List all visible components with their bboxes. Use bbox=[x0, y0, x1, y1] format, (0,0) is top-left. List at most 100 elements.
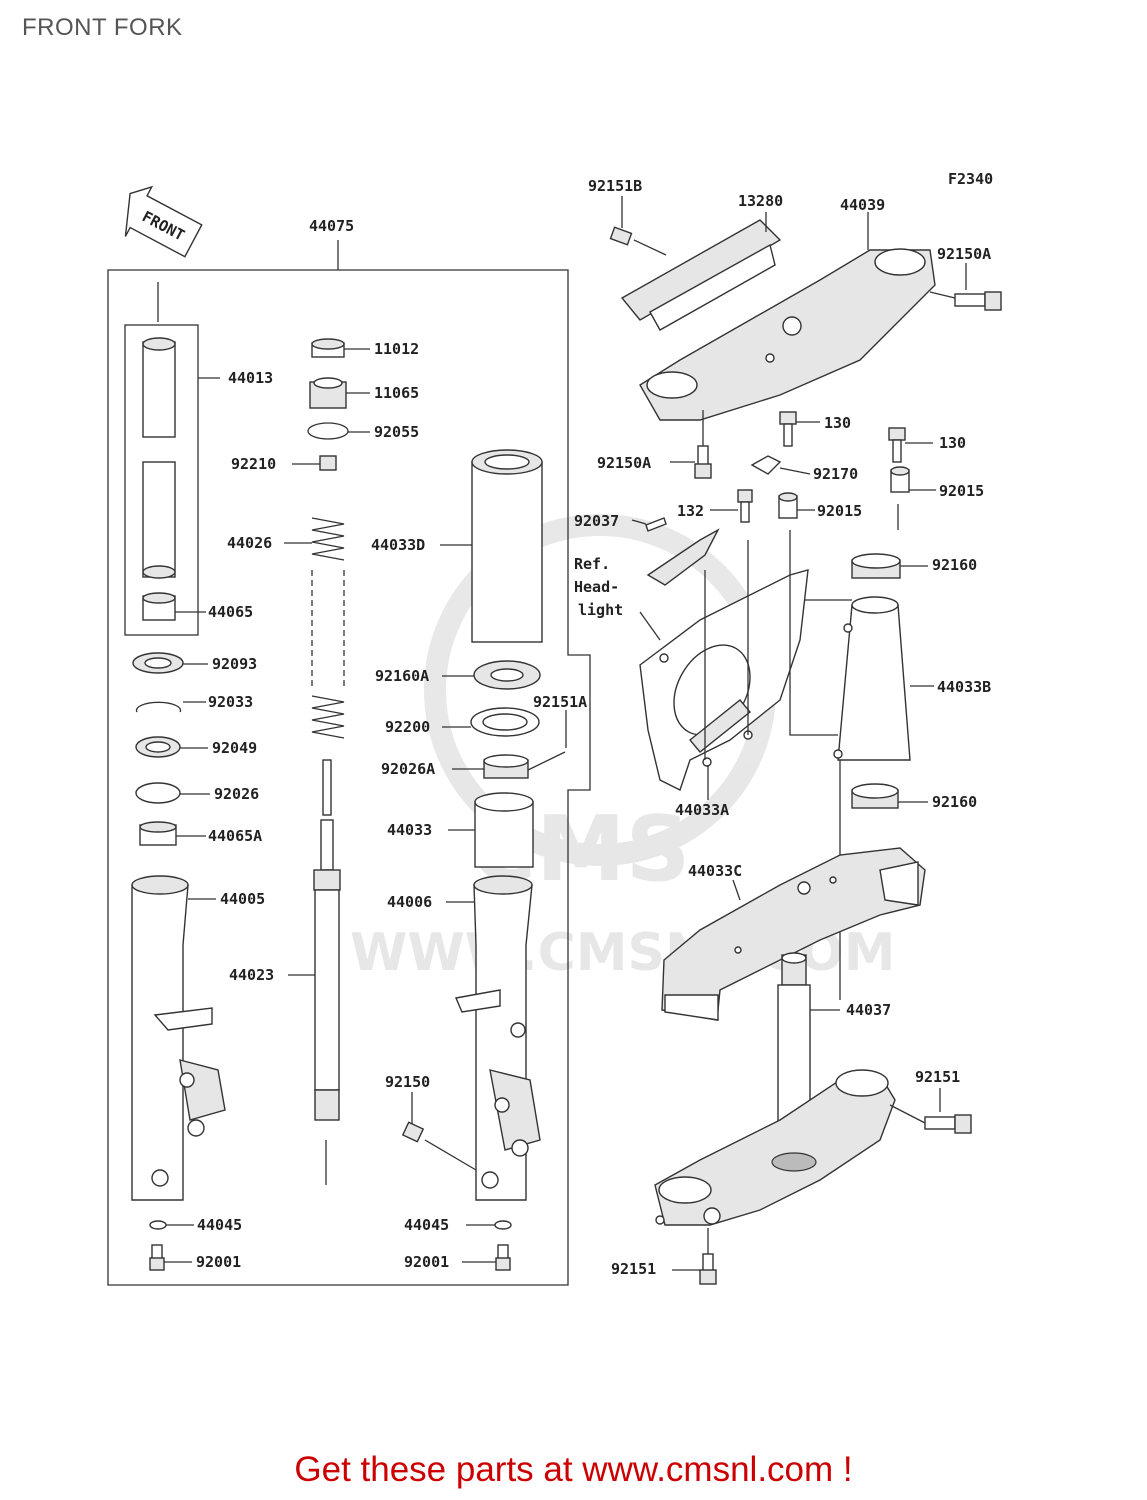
label-92150A-bottom: 92150A bbox=[597, 454, 651, 472]
label-11012: 11012 bbox=[374, 340, 419, 358]
label-44033: 44033 bbox=[387, 821, 432, 839]
label-92170: 92170 bbox=[813, 465, 858, 483]
label-44065A: 44065A bbox=[208, 827, 262, 845]
bolt-92151B bbox=[609, 196, 667, 256]
label-44045-left: 44045 bbox=[197, 1216, 242, 1234]
cap-11065 bbox=[309, 377, 370, 409]
outer-tube-44005 bbox=[131, 875, 226, 1201]
label-92015-a: 92015 bbox=[817, 502, 862, 520]
oring-92055 bbox=[307, 422, 370, 440]
tube-44033D bbox=[440, 449, 543, 643]
pin-92037 bbox=[631, 517, 667, 532]
plate-13280 bbox=[620, 212, 782, 331]
washer-92026 bbox=[135, 782, 210, 804]
bolt-92150A-top bbox=[929, 263, 1002, 311]
label-92150: 92150 bbox=[385, 1073, 430, 1091]
bolt-130-b bbox=[888, 427, 933, 463]
label-92151-right: 92151 bbox=[915, 1068, 960, 1086]
label-92026A: 92026A bbox=[381, 760, 435, 778]
bolt-92001-left bbox=[149, 1244, 192, 1271]
label-92210: 92210 bbox=[231, 455, 276, 473]
bearing-92160-a bbox=[851, 553, 928, 579]
label-92033: 92033 bbox=[208, 693, 253, 711]
label-44023: 44023 bbox=[229, 966, 274, 984]
bracket-92170 bbox=[750, 455, 811, 475]
bolt-92150 bbox=[401, 1092, 477, 1171]
bolt-92001-right bbox=[462, 1244, 511, 1271]
label-13280: 13280 bbox=[738, 192, 783, 210]
label-92026: 92026 bbox=[214, 785, 259, 803]
front-arrow: FRONT bbox=[124, 185, 203, 258]
label-132: 132 bbox=[677, 502, 704, 520]
collar-92015-b bbox=[890, 466, 936, 493]
bolt-92150A-bottom bbox=[670, 410, 712, 479]
label-11065: 11065 bbox=[374, 384, 419, 402]
label-44026: 44026 bbox=[227, 534, 272, 552]
label-44075: 44075 bbox=[309, 217, 354, 235]
spring-44026 bbox=[284, 517, 345, 739]
label-92150A-top: 92150A bbox=[937, 245, 991, 263]
seal-92049 bbox=[135, 736, 208, 758]
outer-tube-44006 bbox=[446, 875, 541, 1201]
bushing-44065A bbox=[139, 821, 206, 846]
label-44005: 44005 bbox=[220, 890, 265, 908]
footer-promo: Get these parts at www.cmsnl.com ! bbox=[294, 1450, 853, 1489]
label-92160A: 92160A bbox=[375, 667, 429, 685]
bushing-44065 bbox=[142, 592, 206, 621]
label-92037: 92037 bbox=[574, 512, 619, 530]
assembly-44075-box bbox=[107, 240, 591, 1286]
top-bracket-44039 bbox=[639, 212, 936, 421]
label-44033A: 44033A bbox=[675, 801, 729, 819]
bolt-92151-bottom bbox=[672, 1228, 717, 1285]
cover-44033 bbox=[448, 792, 534, 868]
collar-92015-a bbox=[778, 492, 815, 519]
cover-44033C bbox=[661, 847, 926, 1021]
page-title: FRONT FORK bbox=[22, 14, 183, 41]
label-44033C: 44033C bbox=[688, 862, 742, 880]
label-130-b: 130 bbox=[939, 434, 966, 452]
label-92093: 92093 bbox=[212, 655, 257, 673]
label-92055: 92055 bbox=[374, 423, 419, 441]
label-92049: 92049 bbox=[212, 739, 257, 757]
screw-92151A bbox=[527, 710, 567, 771]
bolt-130-a bbox=[779, 411, 820, 447]
screw-132 bbox=[710, 489, 753, 523]
washer-92160A bbox=[442, 660, 541, 690]
tube-44013 bbox=[142, 282, 176, 579]
label-92160-a: 92160 bbox=[932, 556, 977, 574]
ring-92033 bbox=[135, 701, 206, 713]
label-44006: 44006 bbox=[387, 893, 432, 911]
label-92200: 92200 bbox=[385, 718, 430, 736]
label-44033D: 44033D bbox=[371, 536, 425, 554]
label-92001-right: 92001 bbox=[404, 1253, 449, 1271]
label-44065: 44065 bbox=[208, 603, 253, 621]
bolt-92151-right bbox=[889, 1088, 972, 1134]
label-44013: 44013 bbox=[228, 369, 273, 387]
bottom-bracket bbox=[654, 1069, 896, 1226]
cover-44033A bbox=[639, 540, 809, 800]
label-92151-bottom: 92151 bbox=[611, 1260, 656, 1278]
figure-code: F2340 bbox=[948, 170, 993, 188]
nut-92210 bbox=[292, 455, 337, 471]
label-92160-b: 92160 bbox=[932, 793, 977, 811]
label-92015-b: 92015 bbox=[939, 482, 984, 500]
label-92151B: 92151B bbox=[588, 177, 642, 195]
label-92151A: 92151A bbox=[533, 693, 587, 711]
ref-note-line-1: Ref. bbox=[574, 555, 610, 573]
cap-11012 bbox=[311, 338, 370, 358]
washer-44045-right bbox=[466, 1220, 512, 1230]
cover-44033B bbox=[789, 504, 934, 761]
seal-92093 bbox=[132, 652, 208, 674]
ref-note-line-2: Head- bbox=[574, 578, 619, 596]
label-44045-right: 44045 bbox=[404, 1216, 449, 1234]
washer-92200 bbox=[442, 707, 540, 737]
label-44033B: 44033B bbox=[937, 678, 991, 696]
headlight-bracket-ref bbox=[639, 528, 720, 641]
washer-44045-left bbox=[149, 1220, 194, 1230]
ref-note-line-3: light bbox=[578, 601, 623, 619]
label-92001-left: 92001 bbox=[196, 1253, 241, 1271]
rod-44023 bbox=[288, 759, 341, 1185]
label-130-a: 130 bbox=[824, 414, 851, 432]
clamp-92026A bbox=[452, 754, 529, 779]
